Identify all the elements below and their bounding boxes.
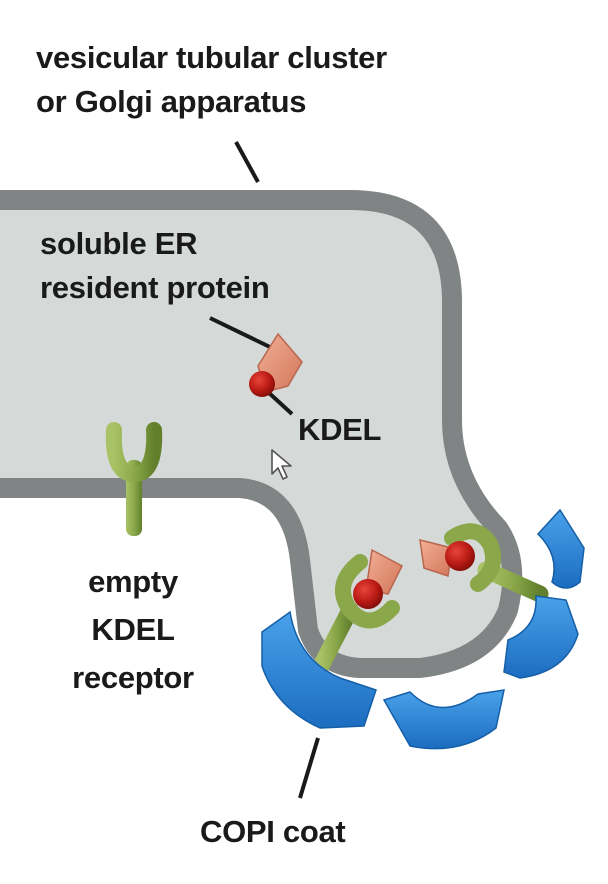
receptor-cup bbox=[444, 523, 501, 592]
receptor-cup bbox=[105, 422, 163, 483]
soluble-er-protein bbox=[249, 332, 303, 397]
copi-subunit bbox=[382, 689, 505, 750]
copi-leader-line bbox=[298, 737, 320, 799]
empty-kdel-receptor bbox=[105, 422, 163, 536]
mouse-pointer-icon bbox=[271, 449, 292, 480]
copi-subunit bbox=[503, 595, 579, 679]
golgi-compartment bbox=[0, 190, 523, 678]
receptor-label-line1: empty bbox=[88, 564, 179, 599]
bound-kdel-receptor-right bbox=[419, 523, 549, 603]
receptor-label-line2: KDEL bbox=[91, 612, 174, 647]
soluble-protein-label-line1: soluble ER bbox=[40, 226, 197, 261]
copi-subunit bbox=[536, 508, 585, 589]
compartment-label-line2: or Golgi apparatus bbox=[36, 84, 306, 119]
copi-subunit bbox=[261, 610, 377, 729]
kdel-signal bbox=[249, 371, 275, 397]
kdel-label: KDEL bbox=[298, 412, 381, 447]
receptor-label-line3: receptor bbox=[72, 660, 194, 695]
soluble-protein-leader-line bbox=[209, 316, 273, 350]
receptor-stalk bbox=[311, 601, 359, 677]
kdel-signal bbox=[353, 579, 383, 609]
kdel-leader-line bbox=[266, 390, 294, 416]
cargo-protein-head bbox=[419, 539, 453, 577]
copi-coat bbox=[261, 508, 585, 750]
compartment-leader-line bbox=[234, 141, 260, 183]
copi-coat-label: COPI coat bbox=[200, 814, 345, 849]
receptor-cup bbox=[334, 554, 400, 629]
bound-kdel-receptor-left bbox=[311, 548, 403, 677]
kdel-signal bbox=[445, 541, 475, 571]
compartment-membrane bbox=[0, 190, 523, 678]
compartment-label-line1: vesicular tubular cluster bbox=[36, 40, 387, 75]
leader-lines bbox=[209, 141, 320, 799]
soluble-protein-label-line2: resident protein bbox=[40, 270, 269, 305]
